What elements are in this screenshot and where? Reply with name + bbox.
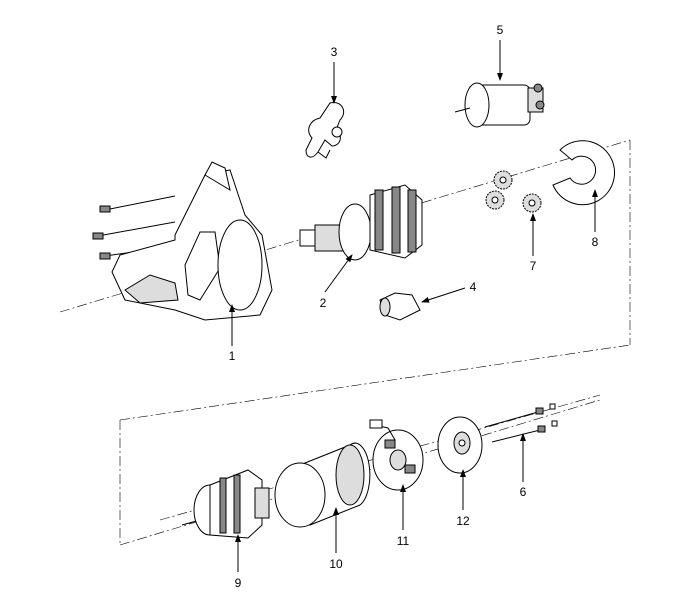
callout-leaders <box>229 40 598 572</box>
callout-4: 4 <box>469 280 477 294</box>
callout-8: 8 <box>591 235 599 249</box>
callout-9: 9 <box>234 576 242 590</box>
part-6-through-bolts <box>484 403 558 443</box>
callout-12: 12 <box>456 514 470 528</box>
part-2-overrunning-clutch <box>299 184 423 261</box>
callout-11: 11 <box>396 534 410 548</box>
part-12-end-cover <box>437 416 483 474</box>
part-11-brush-holder <box>369 419 424 491</box>
part-9-armature <box>181 469 270 539</box>
callout-5: 5 <box>496 23 504 37</box>
callout-7: 7 <box>529 259 537 273</box>
part-1-drive-housing <box>92 161 273 321</box>
part-4-bushing <box>379 292 421 321</box>
callout-6: 6 <box>519 485 527 499</box>
part-8-plate <box>552 140 616 206</box>
callout-3: 3 <box>330 45 338 59</box>
callout-2: 2 <box>319 296 327 310</box>
part-7-planetary-gears <box>485 170 542 213</box>
part-3-shift-lever <box>305 102 345 159</box>
callout-10: 10 <box>329 557 343 571</box>
part-10-yoke <box>274 442 371 528</box>
part-5-solenoid <box>454 82 545 128</box>
callout-1: 1 <box>228 349 236 363</box>
